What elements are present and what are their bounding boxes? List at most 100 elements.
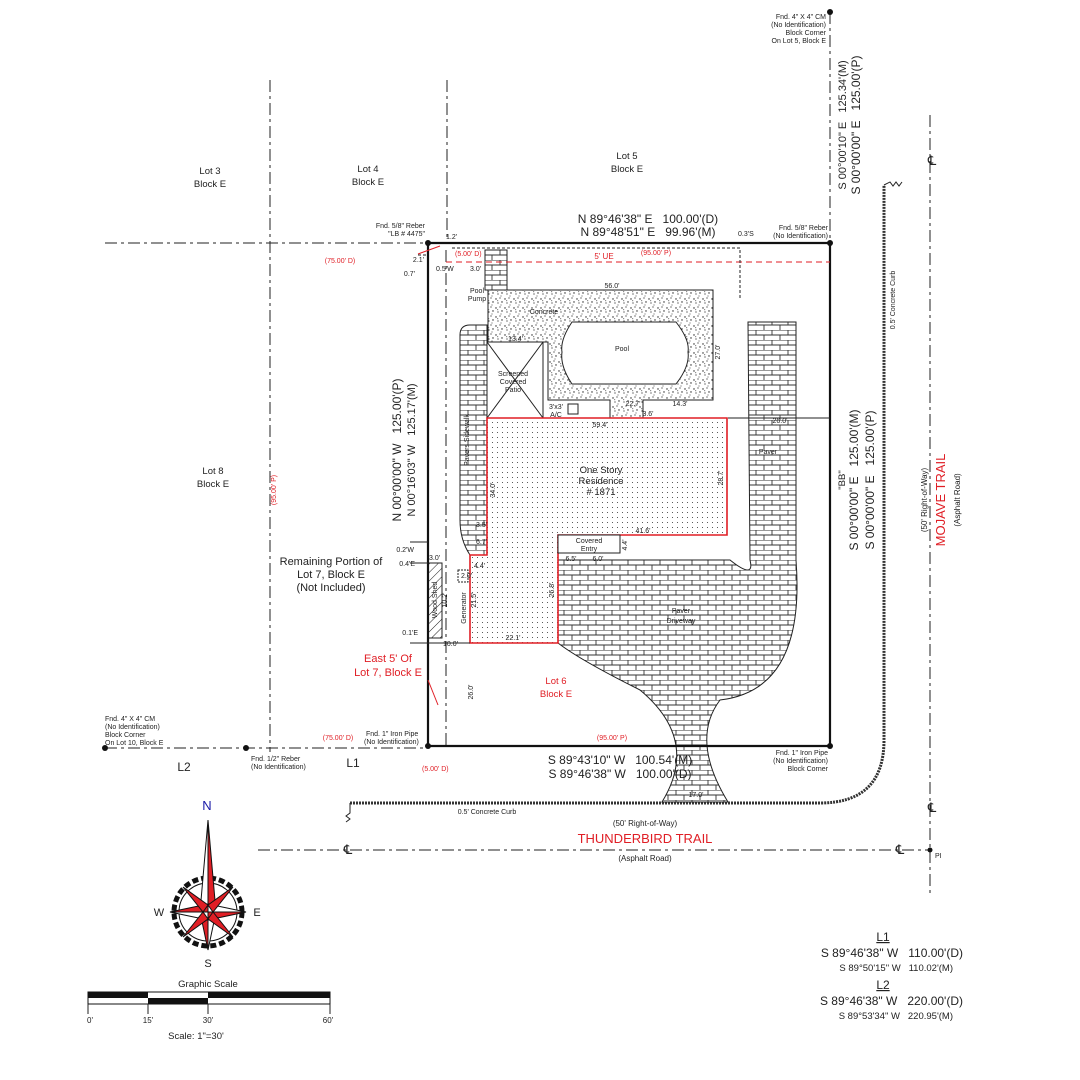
curbs <box>345 181 903 823</box>
centerline-icon: ℄ <box>927 800 937 815</box>
centerline-icon: ℄ <box>343 842 353 857</box>
concrete-label: Concrete <box>530 309 559 316</box>
dim: 6.5' <box>565 556 576 563</box>
dim: 3.0' <box>470 266 481 273</box>
driveway-label: Driveway <box>667 618 696 625</box>
plat-dim: (95.00' P) <box>271 475 278 505</box>
centerline-icon: ℄ <box>895 842 905 857</box>
line-table: L1 S 89°46'38" W 110.00'(D) S 89°50'15" … <box>820 930 963 1022</box>
dim: 1.2' <box>446 234 457 241</box>
west-bearing-measured: N 00°16'03" W 125.17'(M) <box>406 384 418 517</box>
mojave-row: (50' Right-of-Way) <box>920 467 929 532</box>
covered-entry <box>557 534 621 554</box>
dim: 26.0' <box>773 418 788 425</box>
lot3-label: Lot 3 <box>199 166 220 177</box>
bearings: N 89°46'38" E 100.00'(D) N 89°48'51" E 9… <box>390 55 877 781</box>
thunderbird-trail-name: THUNDERBIRD TRAIL <box>578 831 713 846</box>
half-rebar-note: (No Identification) <box>251 764 306 771</box>
line-table-l1-measured: S 89°50'15" W 110.02'(M) <box>839 963 953 974</box>
lot3-block: Block E <box>194 179 226 190</box>
sw-pipe-note: Fnd. 1" Iron Pipe <box>366 731 418 738</box>
sidewalk-label: Pavers Sidewalk <box>464 414 471 466</box>
monument-notes: Fnd. 4" X 4" CM (No Identification) Bloc… <box>105 14 829 773</box>
pool-pump-pad <box>484 249 508 291</box>
centerline-icon: ℄ <box>927 153 937 168</box>
east-bearing-measured: S 00°00'00" E 125.00'(M) <box>847 409 861 550</box>
south-curb-label: 0.5' Concrete Curb <box>458 809 517 816</box>
ac-label: 3'x3' <box>549 404 563 411</box>
patio-label: Patio <box>505 387 521 394</box>
graphic-scale: Graphic Scale 0' 15' 30' 60' Scale: 1"=3… <box>87 979 334 1042</box>
thunderbird-surface: (Asphalt Road) <box>618 854 672 863</box>
ne-bearing-plat: S 00°00'00" E 125.00'(P) <box>849 55 863 194</box>
plat-dim: (75.00' D) <box>325 258 356 265</box>
dim: 0.2'W <box>396 547 414 554</box>
dim: 3.6' <box>642 411 653 418</box>
south-bearing-measured: S 89°43'10" W 100.54'(M) <box>548 753 692 767</box>
pi-label: PI <box>935 853 942 860</box>
west-bearing-plat: N 00°00'00" W 125.00'(P) <box>390 378 404 521</box>
dim: 26.8' <box>549 583 556 598</box>
dim: 26.0' <box>468 685 475 700</box>
residence-footprint <box>469 417 728 644</box>
line-table-l1: L1 <box>876 930 890 944</box>
scale-title: Graphic Scale <box>178 979 238 990</box>
plat-dim: (5.00' D) <box>455 251 482 258</box>
l2-ref: L2 <box>177 760 191 774</box>
se-pipe-note: Fnd. 1" Iron Pipe <box>776 750 828 757</box>
ne-cm-note: On Lot 5, Block E <box>772 38 827 45</box>
dim: 22.1' <box>506 635 521 642</box>
nw-rebar-note: Fnd. 5/8" Reber <box>376 223 426 230</box>
dim: 3.0' <box>429 555 440 562</box>
dim: 34.0' <box>490 483 497 498</box>
residence-label: Residence <box>579 476 624 487</box>
lot-lines <box>105 12 931 895</box>
dim: 6.0' <box>592 556 603 563</box>
remaining-lot7-label: Remaining Portion of <box>280 556 384 568</box>
pool <box>561 321 689 385</box>
lot4-block: Block E <box>352 177 384 188</box>
line-table-l1-deed: S 89°46'38" W 110.00'(D) <box>821 946 963 960</box>
dim: 0.5'W <box>436 266 454 273</box>
plat-dimensions: (75.00' D) (5.00' D) (95.00' P) 5' UE (7… <box>271 250 671 773</box>
plat-dim: (5.00' D) <box>422 766 449 773</box>
thunderbird-row: (50' Right-of-Way) <box>613 819 678 828</box>
remaining-lot7-block: Lot 7, Block E <box>297 569 365 581</box>
east5-block: Lot 7, Block E <box>354 667 422 679</box>
ne-cm-note: (No Identification) <box>771 22 826 29</box>
mojave-trail-name: MOJAVE TRAIL <box>933 454 948 547</box>
dim: 17.0' <box>689 792 704 799</box>
dim: 22.7' <box>626 401 641 408</box>
l1-ref: L1 <box>346 756 360 770</box>
sw-cm-note: Block Corner <box>105 732 146 739</box>
line-table-l2-measured: S 89°53'34" W 220.95'(M) <box>839 1011 953 1022</box>
lot-labels: Lot 3 Block E Lot 4 Block E Lot 5 Block … <box>194 151 643 700</box>
scale-tick: 60' <box>323 1016 334 1025</box>
wood-shed-label: Wood Shed <box>432 582 439 619</box>
dim: 6.7' <box>476 539 487 546</box>
east5-label: East 5' Of <box>364 653 413 665</box>
dim: 0.7' <box>404 271 415 278</box>
north-bearing-measured: N 89°48'51" E 99.96'(M) <box>580 225 715 239</box>
ne-cm-note: Block Corner <box>786 30 827 37</box>
feature-labels: Pool Concrete Pool Pump Screened Covered… <box>432 288 778 625</box>
plat-dim: (95.00' P) <box>597 735 627 742</box>
se-pipe-note: Block Corner <box>788 766 829 773</box>
dim: 14.3' <box>673 401 688 408</box>
sw-pipe-note: (No Identification) <box>364 739 419 746</box>
nw-rebar-note: "LB # 4475" <box>388 231 425 238</box>
north-bearing-deed: N 89°46'38" E 100.00'(D) <box>578 212 718 226</box>
north-arrow: N S E W <box>154 798 261 970</box>
compass-north: N <box>202 798 211 813</box>
line-table-l2-deed: S 89°46'38" W 220.00'(D) <box>820 994 963 1008</box>
driveway-label: Paver <box>672 608 691 615</box>
dim: 4.4' <box>474 563 485 570</box>
compass-south: S <box>204 958 211 970</box>
dim: 2.0' <box>461 573 472 580</box>
pool-pump-label: Pool <box>470 288 484 295</box>
scale-note: Scale: 1"=30' <box>168 1031 224 1042</box>
dimension-labels: 1.2' 0.3'S 2.1' 0.5'W 0.7' 3.0' 56.0' 13… <box>177 231 787 799</box>
property-boundary <box>102 9 933 853</box>
ne-cm-note: Fnd. 4" X 4" CM <box>776 14 826 21</box>
dim: 13.4' <box>508 336 523 343</box>
